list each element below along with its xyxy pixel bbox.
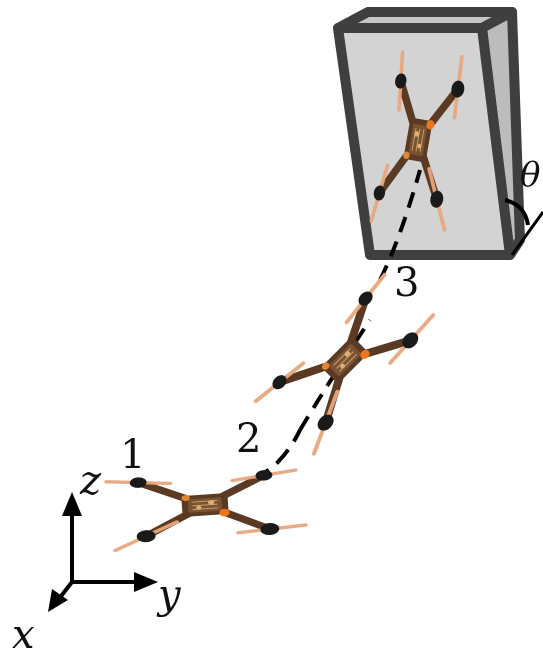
coordinate-frame	[48, 492, 158, 612]
waypoint-label-2: 2	[236, 416, 261, 462]
angle-label-theta: θ	[520, 155, 540, 195]
z-axis-arrow-icon	[62, 492, 82, 516]
axis-label-x: x	[12, 612, 35, 653]
waypoint-label-1: 1	[120, 432, 145, 478]
axis-label-y: y	[156, 572, 182, 618]
y-axis-arrow-icon	[134, 572, 158, 592]
waypoint-label-3: 3	[394, 260, 419, 306]
drone-position-1	[106, 466, 306, 551]
angle-theta-indicator	[504, 198, 543, 256]
x-axis-arrow-icon	[48, 589, 68, 612]
axis-label-z: z	[79, 458, 102, 504]
